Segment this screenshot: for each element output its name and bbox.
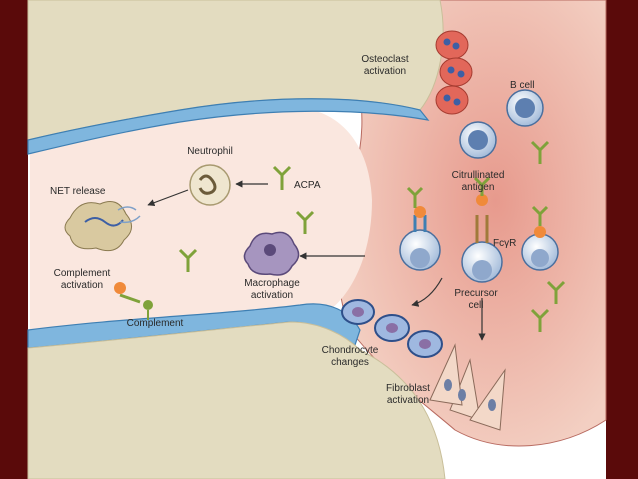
antibodies	[178, 140, 566, 332]
label-osteoclast-line1: Osteoclast	[361, 54, 408, 65]
joint-space	[30, 105, 372, 336]
label-acpa: ACPA	[294, 180, 321, 191]
arrows	[147, 180, 486, 341]
upper-cartilage	[27, 98, 430, 155]
macrophage-cell	[243, 231, 300, 276]
fibroblast-cells	[429, 343, 506, 431]
label-fibroblast-line2: activation	[387, 395, 429, 406]
neutrophil-cell	[189, 164, 231, 206]
label-complement-activation-line2: activation	[61, 280, 103, 291]
chondrocyte-cells	[341, 299, 443, 358]
label-neutrophil: Neutrophil	[187, 146, 233, 157]
lower-bone	[27, 321, 446, 479]
label-precursor-line1: Precursor	[454, 288, 498, 299]
label-complement: Complement	[127, 318, 184, 329]
label-citrullinated-line1: Citrullinated	[452, 170, 505, 181]
label-fcgr: FcγR	[493, 238, 516, 249]
label-osteoclast-line2: activation	[364, 66, 406, 77]
label-chondrocyte-line2: changes	[331, 357, 369, 368]
label-precursor-line2: cell	[468, 300, 483, 311]
label-macrophage-line1: Macrophage	[244, 278, 300, 289]
label-net-release: NET release	[50, 186, 106, 197]
label-b-cell: B cell	[510, 80, 534, 91]
label-fibroblast-line1: Fibroblast	[386, 383, 430, 394]
label-complement-activation-line1: Complement	[54, 268, 111, 279]
precursor-cells	[399, 194, 559, 283]
label-macrophage-line2: activation	[251, 290, 293, 301]
net-release-cell	[64, 201, 141, 252]
complement-molecule	[114, 282, 153, 320]
osteoclast-cells	[435, 30, 473, 115]
b-cells	[459, 89, 544, 159]
label-chondrocyte-line1: Chondrocyte	[322, 345, 379, 356]
label-citrullinated-line2: antigen	[462, 182, 495, 193]
